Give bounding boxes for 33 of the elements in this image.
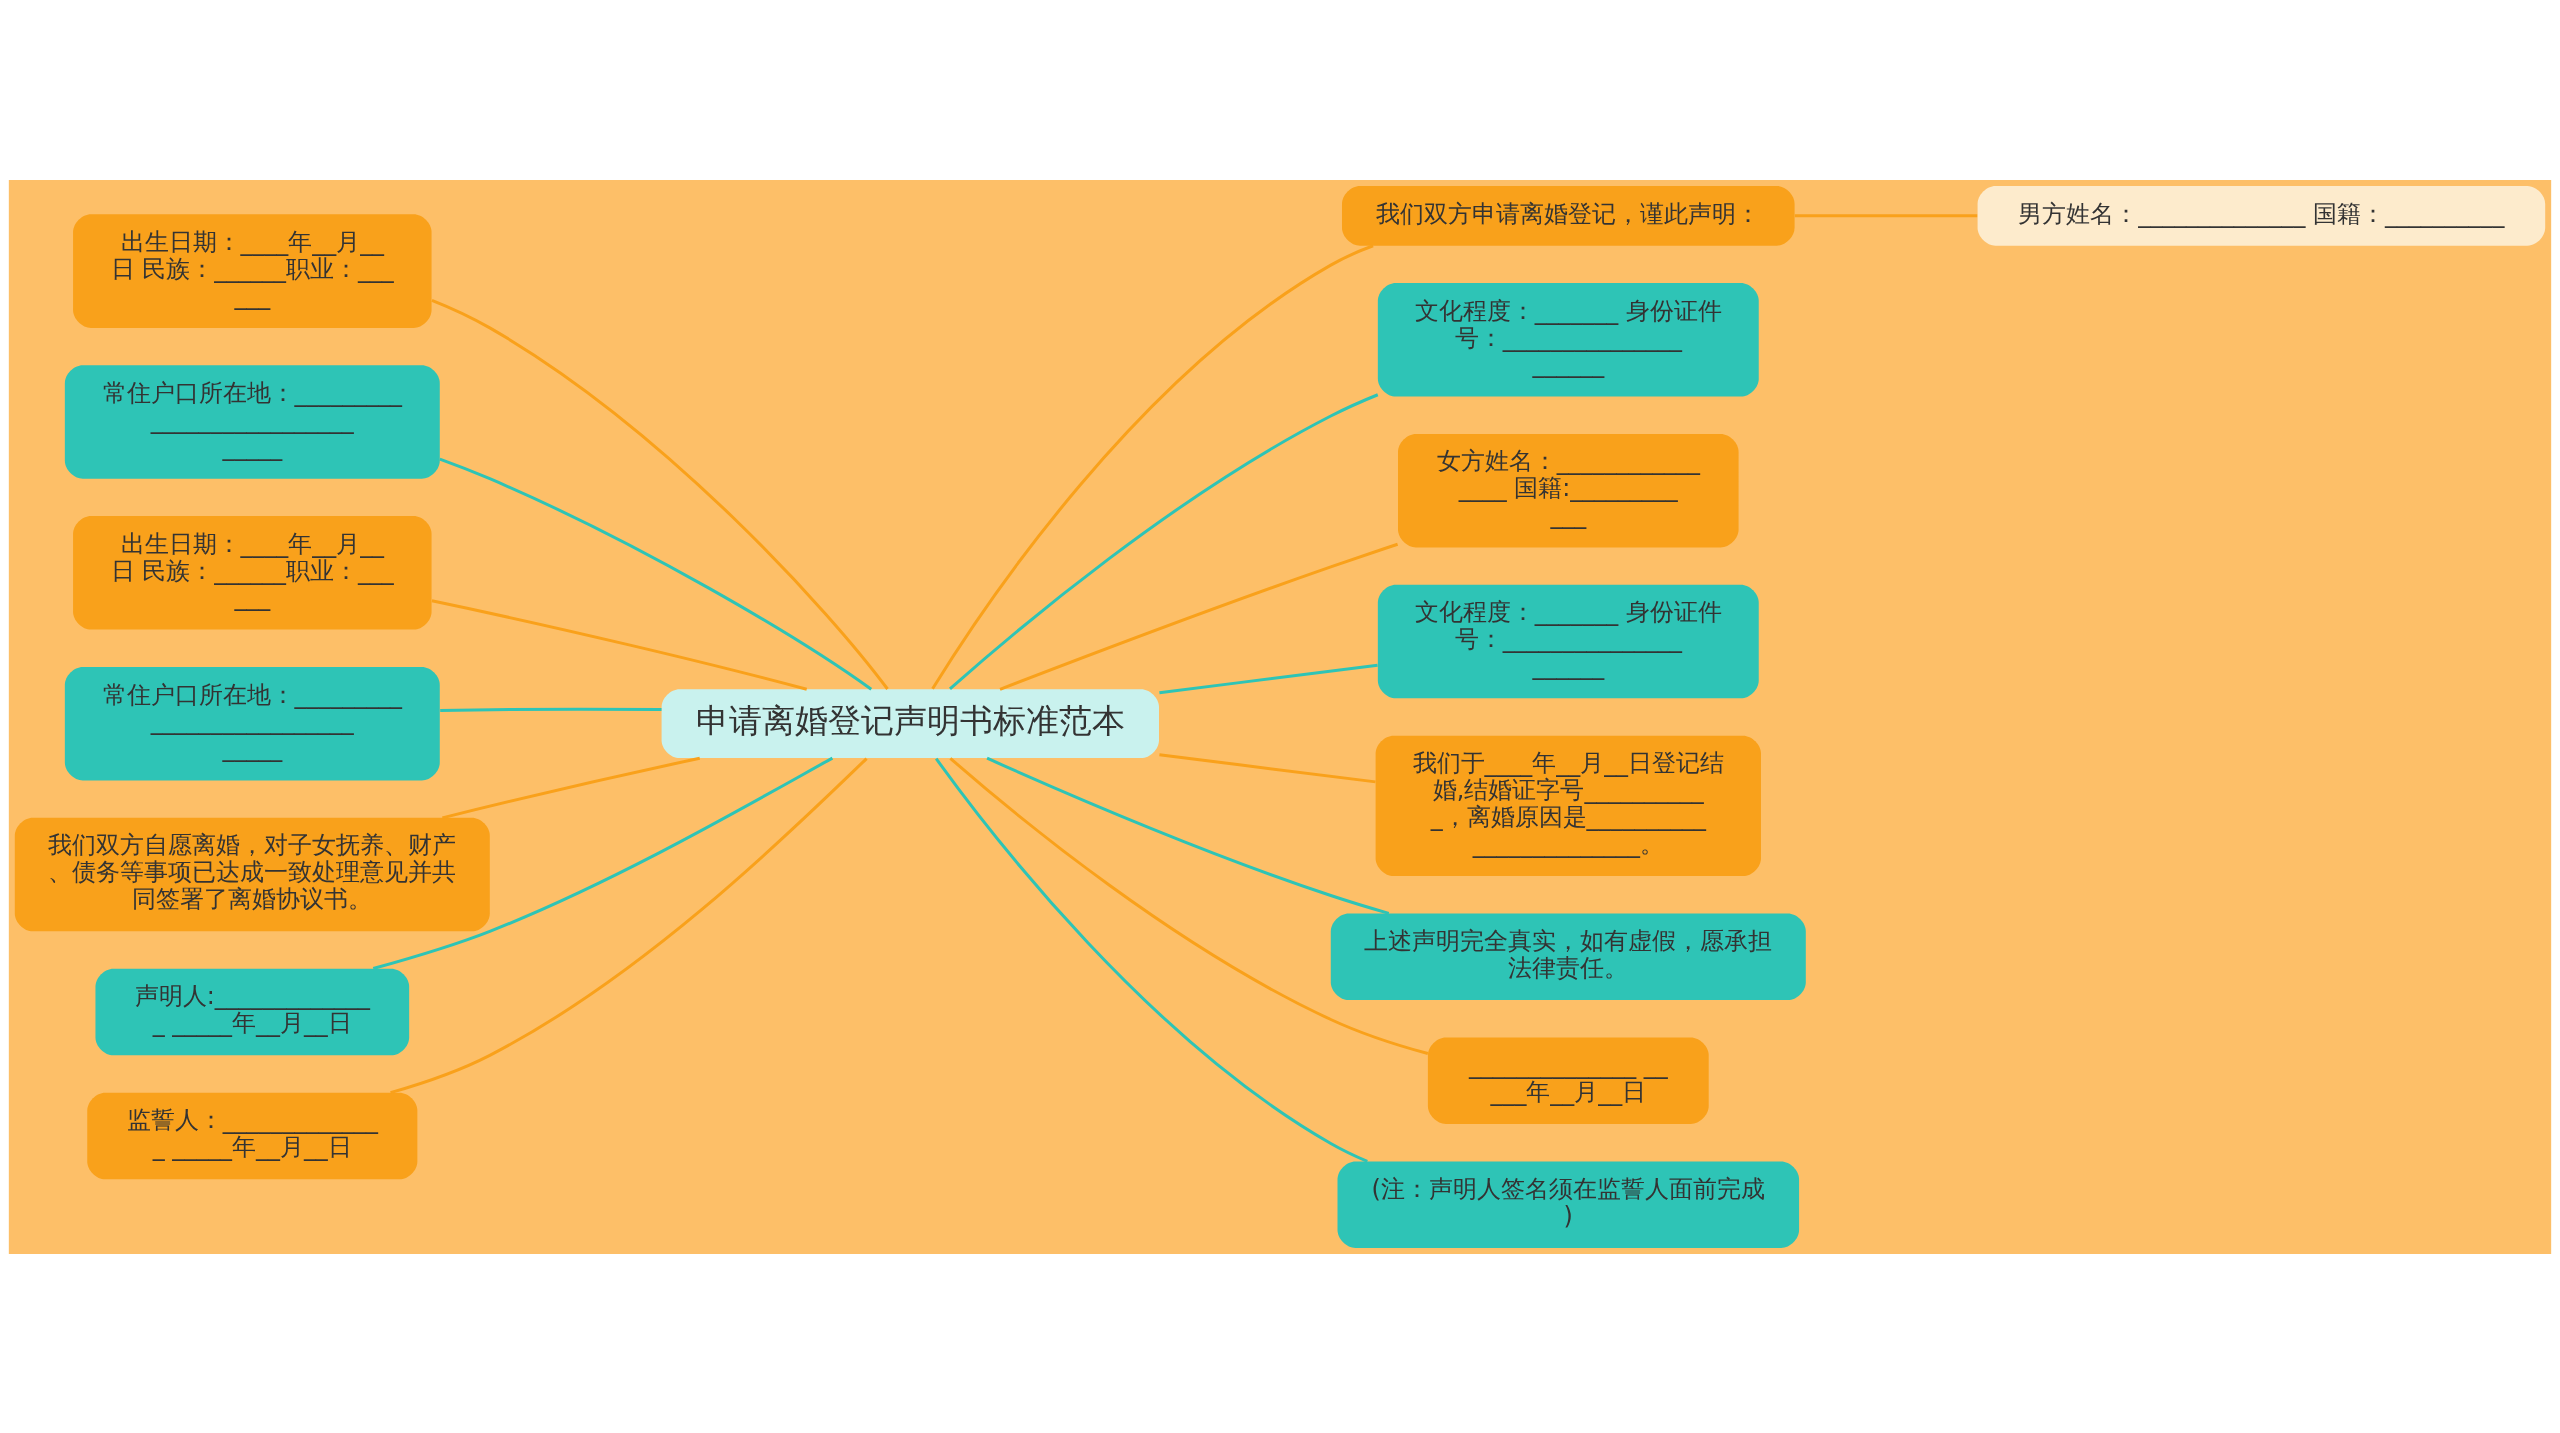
connector <box>431 598 808 691</box>
node-box: 申请离婚登记声明书标准范本 <box>661 688 1159 758</box>
connector <box>949 756 1429 1055</box>
node-box: 常住户口所在地：_______________________________ <box>64 666 440 780</box>
node-box: 我们双方申请离婚登记，谨此声明： <box>1342 185 1795 246</box>
node-box: 我们双方自愿离婚，对子女抚养、财产、债务等事项已达成一致处理意见并共同签署了离婚协议书。 <box>14 817 490 931</box>
connector <box>431 298 889 690</box>
connector <box>931 243 1374 690</box>
connector <box>439 457 873 691</box>
node-box: 出生日期：____年__月__日 民族：______职业：______ <box>73 213 432 328</box>
connector <box>999 542 1399 691</box>
node-box: 女方姓名：________________ 国籍:____________ <box>1398 433 1739 547</box>
connector <box>935 757 1368 1163</box>
node-box: 监誓人：______________ _____年__月__日 <box>87 1092 418 1179</box>
node-box: 声明人:______________ _____年__月__日 <box>95 968 410 1055</box>
connector <box>1159 663 1378 694</box>
connector <box>949 392 1379 690</box>
node-box: 出生日期：____年__月__日 民族：______职业：______ <box>73 515 432 630</box>
connector <box>1794 213 1978 217</box>
node-box: 文化程度：_______ 身份证件号：_____________________ <box>1377 584 1759 698</box>
node-box: 我们于____年__月__日登记结婚,结婚证字号___________，离婚原因是________________________。 <box>1375 735 1761 876</box>
node-box: 上述声明完全真实，如有虚假，愿承担法律责任。 <box>1330 912 1806 1000</box>
connector <box>390 757 868 1094</box>
connector <box>440 707 662 712</box>
node-box: 文化程度：_______ 身份证件号：_____________________ <box>1377 282 1759 397</box>
node-box: ______________ _____年__月__日 <box>1427 1036 1709 1124</box>
node-box: (注：声明人签名须在监誓人面前完成) <box>1337 1160 1800 1248</box>
node-box: 男方姓名：______________ 国籍：__________ <box>1977 185 2546 246</box>
connector <box>372 756 834 970</box>
connector <box>1159 752 1376 783</box>
node-box: 常住户口所在地：_______________________________ <box>64 364 440 479</box>
connector <box>442 756 701 819</box>
connector <box>986 756 1390 915</box>
